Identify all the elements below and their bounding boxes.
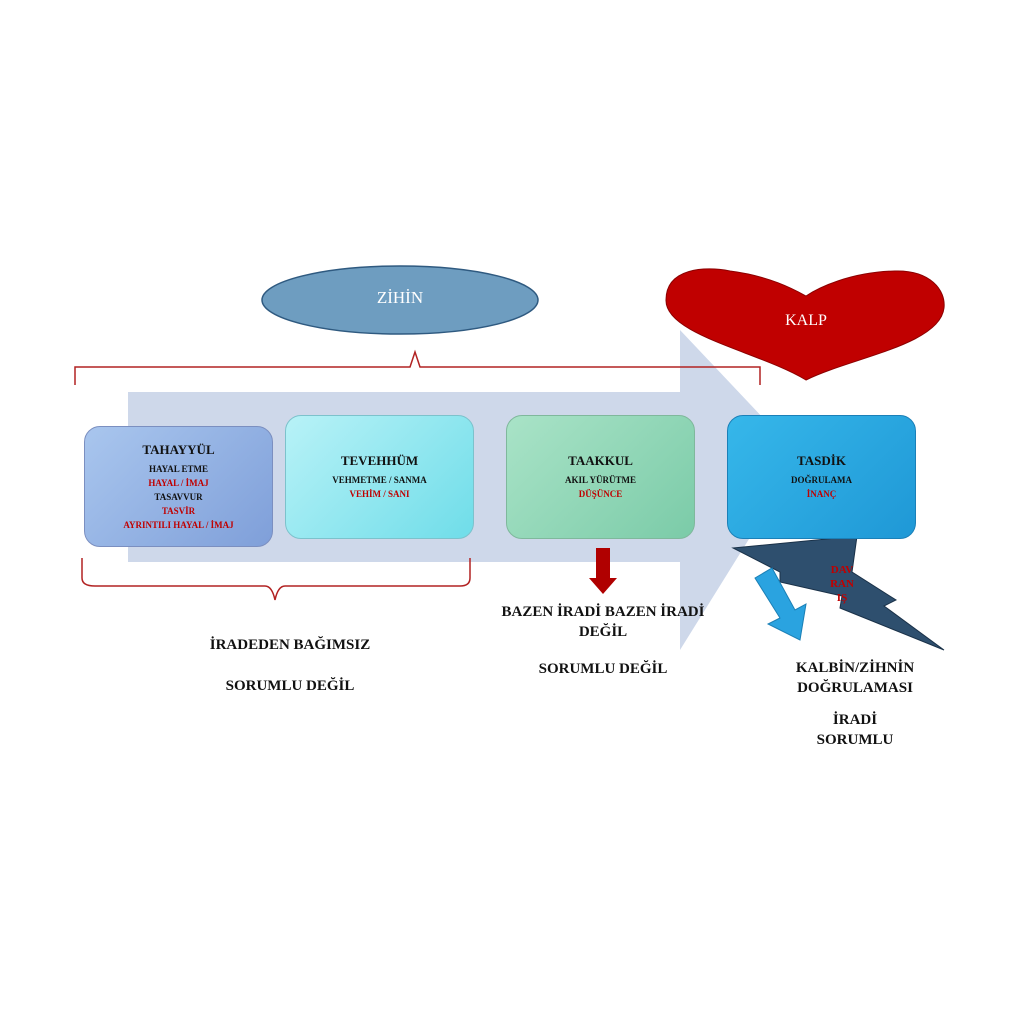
sorumlu-degil-label-2: SORUMLU DEĞİL [538,661,668,677]
iradi-sorumlu-label: İRADİ SORUMLU [816,712,894,748]
tahayyul-box: TAHAYYÜL HAYAL ETME HAYAL / İMAJ TASAVVU… [84,426,273,547]
tasdik-box: TASDİK DOĞRULAMA İNANÇ [727,415,916,539]
blue-arrow [754,567,807,641]
tahayyul-line: AYRINTILI HAYAL / İMAJ [123,519,234,530]
sorumlu-degil-label: SORUMLU DEĞİL [225,678,355,694]
heart-icon [665,268,945,381]
tasdik-title: TASDİK [797,453,846,468]
iradeden-bagimsiz-label: İRADEDEN BAĞIMSIZ [209,637,371,653]
zihin-oval [261,265,539,335]
davranis-label: DAV RAN IŞ [822,563,862,605]
zihin-label: ZİHİN [376,288,424,307]
tevehhum-line: VEHMETME / SANMA [332,475,427,485]
tasdik-line: DOĞRULAMA [791,475,852,485]
davranis-part: RAN [830,578,854,590]
taakkul-line: AKIL YÜRÜTME [565,475,636,485]
kalp-label: KALP [785,312,827,329]
tasdik-line: İNANÇ [806,489,837,499]
davranis-part: IŞ [836,592,848,604]
top-brace [74,349,761,385]
tevehhum-line: VEHİM / SANI [349,489,410,499]
tahayyul-title: TAHAYYÜL [142,441,215,457]
tahayyul-line: HAYAL / İMAJ [148,477,209,488]
taakkul-title: TAAKKUL [568,453,633,468]
tahayyul-line: HAYAL ETME [148,463,209,474]
davranis-part: DAV [830,564,854,576]
bottom-brace [81,558,471,601]
kalbin-dogrulamasi-label: KALBİN/ZİHNİN DOĞRULAMASI [795,660,915,696]
taakkul-line: DÜŞÜNCE [578,489,623,499]
bazen-iradi-label: BAZEN İRADİ BAZEN İRADİ DEĞİL [501,604,705,640]
tahayyul-line: TASAVVUR [154,491,203,502]
tevehhum-box: TEVEHHÜM VEHMETME / SANMA VEHİM / SANI [285,415,474,539]
tahayyul-line: TASVİR [161,505,196,516]
taakkul-box: TAAKKUL AKIL YÜRÜTME DÜŞÜNCE [506,415,695,539]
red-down-arrow [589,548,617,594]
lightning-icon [731,535,945,651]
tevehhum-title: TEVEHHÜM [340,453,419,468]
